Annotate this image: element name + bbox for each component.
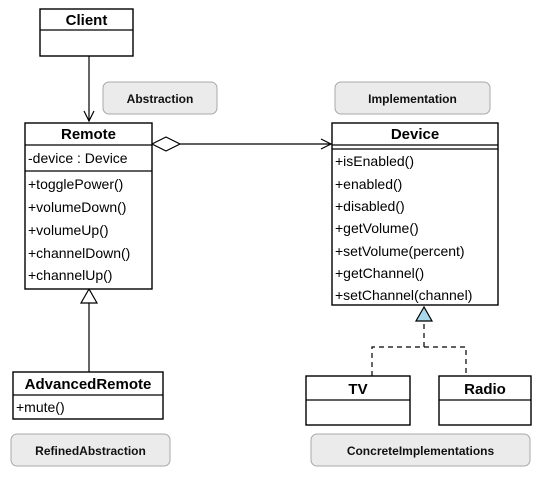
operation: +getVolume()	[335, 220, 419, 236]
operation: +setVolume(percent)	[335, 243, 465, 259]
operation: +getChannel()	[335, 265, 424, 281]
class-remote[interactable]: Remote -device : Device +togglePower() +…	[24, 122, 153, 290]
class-name: Remote	[61, 126, 116, 143]
note-label: Implementation	[368, 92, 457, 106]
realization-triangle	[414, 305, 434, 322]
note-concrete-implementations[interactable]: ConcreteImplementations	[310, 433, 531, 467]
class-name: Client	[66, 12, 108, 29]
realization-tv-device	[371, 346, 467, 376]
class-name: Device	[391, 126, 439, 143]
class-device[interactable]: Device +isEnabled() +enabled() +disabled…	[331, 122, 499, 306]
operation: +disabled()	[335, 198, 405, 214]
operation: +enabled()	[335, 176, 402, 192]
operation: +channelDown()	[28, 245, 130, 261]
note-label: ConcreteImplementations	[347, 444, 495, 458]
operation: +channelUp()	[28, 267, 112, 283]
class-name: TV	[348, 381, 367, 398]
aggregation-diamond	[150, 136, 182, 152]
class-tv[interactable]: TV	[305, 375, 411, 426]
class-name: AdvancedRemote	[25, 376, 152, 393]
operation: +mute()	[16, 399, 65, 415]
attribute: -device : Device	[28, 150, 128, 166]
operation: +togglePower()	[28, 176, 123, 192]
operation: +isEnabled()	[335, 153, 414, 169]
class-advanced-remote[interactable]: AdvancedRemote +mute()	[12, 371, 164, 420]
note-label: RefinedAbstraction	[35, 444, 146, 458]
note-implementation[interactable]: Implementation	[334, 81, 491, 115]
operation: +setChannel(channel)	[335, 287, 472, 303]
connectors	[79, 56, 467, 376]
note-refined-abstraction[interactable]: RefinedAbstraction	[10, 433, 171, 467]
class-name: Radio	[464, 381, 506, 398]
class-radio[interactable]: Radio	[438, 375, 532, 426]
note-label: Abstraction	[127, 92, 194, 106]
class-client[interactable]: Client	[39, 8, 134, 57]
operation: +volumeDown()	[28, 199, 126, 215]
note-abstraction[interactable]: Abstraction	[102, 81, 218, 115]
operation: +volumeUp()	[28, 222, 109, 238]
generalization-triangle	[79, 287, 99, 304]
